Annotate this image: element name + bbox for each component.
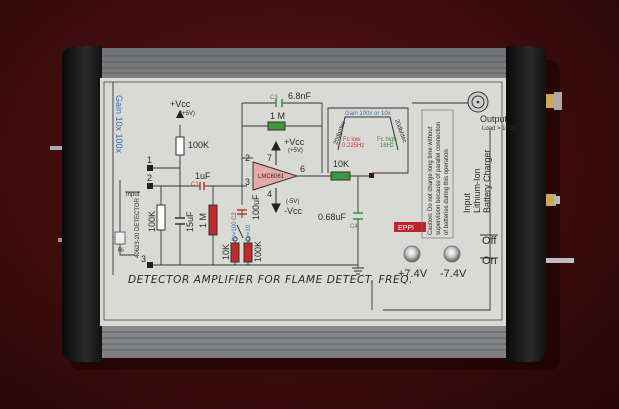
resistor-100k-input xyxy=(156,204,166,231)
resistor-10k-gain xyxy=(230,242,240,263)
charger-label-2: Lithium-Ion xyxy=(472,168,482,213)
label-c1: C1 xyxy=(191,182,199,188)
vcc-pos-note: (+5V) xyxy=(180,111,195,117)
opamp-vcc-note: (+5V) xyxy=(288,148,303,154)
left-end-cap xyxy=(62,46,102,362)
led-negative xyxy=(443,245,461,263)
capacitor-c2 xyxy=(237,209,247,215)
led-positive xyxy=(403,245,421,263)
output-label: Output xyxy=(480,114,508,124)
pin-label-1: 1 xyxy=(147,155,152,165)
label-r-bias: 100K xyxy=(188,140,209,150)
charger-label-3: Battery Charger xyxy=(482,149,492,213)
schematic-wires xyxy=(112,82,498,311)
terminal-pin-1 xyxy=(147,165,153,171)
label-r-out: 10K xyxy=(333,159,349,169)
label-c-filter: 15uF xyxy=(185,211,195,232)
resistor-100k-bias xyxy=(175,136,185,156)
ground-icon xyxy=(352,267,364,275)
graph-fc-high-value: 16Hz xyxy=(380,143,394,149)
label-r-in: 100K xyxy=(147,211,157,232)
vee-arrow-icon xyxy=(271,188,281,214)
resistor-1m-feedback xyxy=(267,121,286,131)
led-positive-label: +7.4V xyxy=(398,268,428,280)
vcc-arrow-icon xyxy=(176,110,184,118)
vcc-arrow-icon xyxy=(271,140,281,165)
opamp-vcc-label: +Vcc xyxy=(284,137,305,147)
input-label: Input xyxy=(126,192,140,198)
output-load-label: Load > 100K xyxy=(482,126,516,132)
label-c-feedback: 6.8nF xyxy=(288,91,312,101)
opamp-pin-6: 6 xyxy=(300,164,305,174)
right-end-cap xyxy=(506,46,546,362)
resistor-10k-output xyxy=(330,171,351,181)
bnc-output-connector[interactable] xyxy=(467,91,489,113)
capacitor-c4 xyxy=(353,212,363,220)
detector-label: 40623-20 DETECTOR xyxy=(135,197,141,258)
caution-line-1: Caution: Do not charge long time without xyxy=(428,126,434,235)
switch-on-label: On xyxy=(482,255,497,267)
pin-label-2: 2 xyxy=(147,173,152,183)
charger-label-1: Input xyxy=(462,192,472,213)
opamp-vee-label: -Vcc xyxy=(284,206,303,216)
power-switch-lever[interactable] xyxy=(544,258,574,263)
capacitor-c1 xyxy=(199,182,205,190)
opamp-pin-2: 2 xyxy=(245,153,250,163)
label-c3: C3 xyxy=(270,95,278,101)
label-r-1m: 1 M xyxy=(198,213,208,228)
opamp-pin-3: 3 xyxy=(245,177,250,187)
front-panel xyxy=(100,78,506,326)
label-c-gain: 100uF xyxy=(251,194,261,220)
label-gain-opt-a: Av=100 xyxy=(232,221,238,242)
terminal-pin-3 xyxy=(147,262,153,268)
ri-label: Ri xyxy=(118,248,124,254)
opamp-vee-note: (-5V) xyxy=(286,199,299,205)
label-r-gain-10k: 10K xyxy=(221,244,231,260)
terminal-pin-2 xyxy=(147,183,153,189)
label-c-out: 0.68uF xyxy=(318,212,347,222)
label-r-feedback: 1 M xyxy=(270,111,285,121)
label-c-in: 1uF xyxy=(195,171,211,181)
switch-off-label: Off xyxy=(482,235,497,247)
resistor-100k-gain xyxy=(243,242,253,263)
graph-fc-high: Fc high xyxy=(377,137,397,143)
opamp-pin-4: 4 xyxy=(267,189,272,199)
label-c4: C4 xyxy=(350,224,358,230)
left-pin-top xyxy=(50,146,72,150)
output-terminal xyxy=(369,173,374,178)
detector-element xyxy=(114,231,126,245)
caution-line-2: supervision because of parallel connecti… xyxy=(436,122,442,235)
caution-line-3: of batteries during this operation xyxy=(444,149,450,235)
pin-label-3: 3 xyxy=(141,254,146,264)
capacitor-c3 xyxy=(275,99,283,107)
opamp-triangle xyxy=(252,161,299,191)
opamp-name: LMC6061 xyxy=(258,174,285,180)
label-r-gain-100k: 100K xyxy=(253,241,263,262)
capacitor-15uf xyxy=(175,217,185,225)
graph-fc-low-value: 0.225Hz xyxy=(342,143,364,149)
eppi-logo xyxy=(394,222,426,232)
graph-title: Gain 100x or 10x xyxy=(345,111,391,117)
opamp-pin-7: 7 xyxy=(267,153,272,163)
label-gain-opt-b: Av=10 xyxy=(246,224,252,242)
panel-title: DETECTOR AMPLIFIER FOR FLAME DETECT. FRE… xyxy=(128,274,413,286)
logo-text: EPPI xyxy=(398,225,414,232)
resistor-1m-red xyxy=(208,204,218,236)
gain-label: Gain 10x 100x xyxy=(114,95,124,154)
vcc-pos-label: +Vcc xyxy=(170,99,191,109)
led-negative-label: -7.4V xyxy=(440,268,467,280)
label-c2: C2 xyxy=(232,212,238,220)
graph-fc-low: Fc low xyxy=(343,137,361,143)
